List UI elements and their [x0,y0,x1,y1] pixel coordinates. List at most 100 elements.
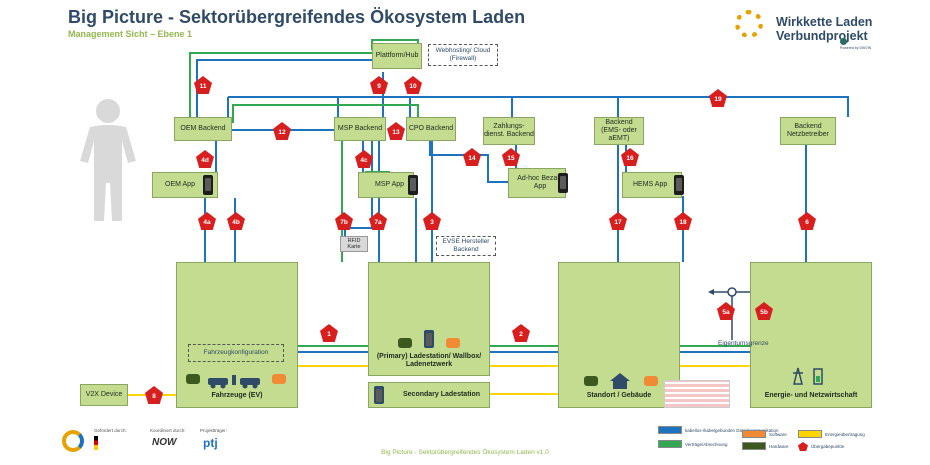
evse-backend-box: EVSE Hersteller Backend [436,236,496,256]
point-4c: 4c [355,150,373,168]
point-10: 10 [404,76,422,94]
footer-version: Big Picture - Sektorübergreifendes Ökosy… [381,449,549,456]
secondary-charger-icon [374,386,384,404]
house-icon [610,373,630,389]
legend-blue: kabellos-/kabelgebunden Datenkommunikati… [658,426,779,434]
zahlungsdienst-backend-box: Zahlungs- dienst. Backend [483,117,535,145]
msp-app-box: MSP App [358,172,414,198]
legend: kabellos-/kabelgebunden Datenkommunikati… [658,424,872,460]
secondary-ladestation-label: Secondary Ladestation [403,391,481,398]
legend-red-pentagon-icon [798,442,808,451]
power-grid-icon [793,367,823,385]
adhoc-app-label: Ad-hoc Bezahl App [517,175,563,190]
point-19: 19 [709,89,727,107]
point-2: 2 [512,324,530,342]
wirkkette-logo-icon [735,10,763,38]
legend-orange: Software [742,430,787,438]
fahrzeugkonfiguration-box: Fahrzeugkonfiguration [188,344,284,362]
legend-darkgreen-label: Hardware [769,443,789,449]
standort-hardware-chip-icon [584,376,598,386]
point-15: 15 [502,148,520,166]
ptj-logo: ptj [203,436,218,450]
point-9: 9 [370,76,388,94]
legend-darkgreen-swatch [742,442,766,450]
legend-blue-swatch [658,426,682,434]
msp-backend-box: MSP Backend [334,117,386,141]
cpo-backend-box: CPO Backend [406,117,456,141]
small-table-image [664,380,730,408]
point-18: 18 [674,212,692,230]
legend-orange-label: Software [769,431,787,437]
logo-line1: Wirkkette Laden [776,15,873,29]
point-12: 12 [273,122,291,140]
oem-backend-box: OEM Backend [174,117,232,141]
vehicles-icon [208,375,260,389]
secondary-ladestation-box: Secondary Ladestation [368,382,490,408]
page-title: Big Picture - Sektorübergreifendes Ökosy… [68,7,526,27]
user-figure-icon [80,99,136,221]
ladestation-hardware-chip-icon [398,338,412,348]
hems-app-phone-icon [674,175,684,195]
legend-yellow: Energieübertragung [798,430,865,438]
legend-green-label: Verträge/Abrechnung [685,441,728,447]
projekttraeger-label: Projektträger: [200,428,228,433]
point-13: 13 [387,122,405,140]
point-5a: 5a [717,302,735,320]
dke-logo-icon [840,38,847,45]
charger-icon [424,330,434,348]
legend-red-label: Übergabepunkte [811,444,845,449]
msp-app-phone-icon [408,175,418,195]
webhosting-cloud-box: Webhosting/ Cloud (Firewall) [428,44,498,66]
now-logo: NOW [152,437,177,448]
msp-app-label: MSP App [375,181,405,188]
oem-app-label: OEM App [165,181,195,188]
point-4b: 4b [227,212,245,230]
plattform-hub-box: Plattform/Hub [372,43,422,69]
ems-backend-box: Backend (EMS- oder aEMT) [594,117,644,145]
bmdv-flag-icon [94,436,98,450]
point-1: 1 [320,324,338,342]
hems-app-box: HEMS App [622,172,682,198]
point-4d: 4d [196,150,214,168]
point-7b: 7b [335,212,353,230]
gefoerdert-label: Gefördert durch: [94,428,127,433]
v2x-device-box: V2X Device [80,384,128,406]
eu-logo-icon [62,430,84,452]
rfid-card-box: RFID Karte [340,236,368,252]
page-subtitle: Management Sicht – Ebene 1 [68,29,193,39]
energie-label: Energie- und Netzwirtschaft [764,392,858,399]
koordiniert-label: Koordiniert durch: [150,428,186,433]
software-chip-icon [272,374,286,384]
legend-orange-swatch [742,430,766,438]
point-17: 17 [609,212,627,230]
standort-software-chip-icon [644,376,658,386]
point-11: 11 [194,76,212,94]
energie-box: Energie- und Netzwirtschaft [750,262,872,408]
legend-red: Übergabepunkte [798,442,844,451]
netzbetreiber-backend-box: Backend Netzbetreiber [780,117,836,145]
ladestation-label: (Primary) Ladestation/ Wallbox/ Ladenetz… [376,353,482,368]
point-3: 3 [423,212,441,230]
legend-darkgreen: Hardware [742,442,789,450]
legend-yellow-label: Energieübertragung [825,431,865,437]
hardware-chip-icon [186,374,200,384]
oem-app-phone-icon [203,175,213,195]
hems-app-label: HEMS App [633,181,668,188]
fahrzeuge-label: Fahrzeuge (EV) [211,392,263,399]
point-4a: 4a [198,212,216,230]
powered-by: Powered by DKE/IN [840,46,872,50]
adhoc-app-box: Ad-hoc Bezahl App [508,168,566,198]
point-7a: 7a [369,212,387,230]
eigentumsgrenze-label: Eigentumsgrenze [718,340,769,347]
legend-green-swatch [658,440,682,448]
legend-blue-label: kabellos-/kabelgebunden Datenkommunikati… [685,427,779,433]
point-6: 6 [798,212,816,230]
legend-yellow-swatch [798,430,822,438]
legend-green: Verträge/Abrechnung [658,440,728,448]
point-16: 16 [621,148,639,166]
point-5b: 5b [755,302,773,320]
ladestation-box: (Primary) Ladestation/ Wallbox/ Ladenetz… [368,262,490,376]
ladestation-software-chip-icon [446,338,460,348]
standort-label: Standort / Gebäude [586,392,652,399]
